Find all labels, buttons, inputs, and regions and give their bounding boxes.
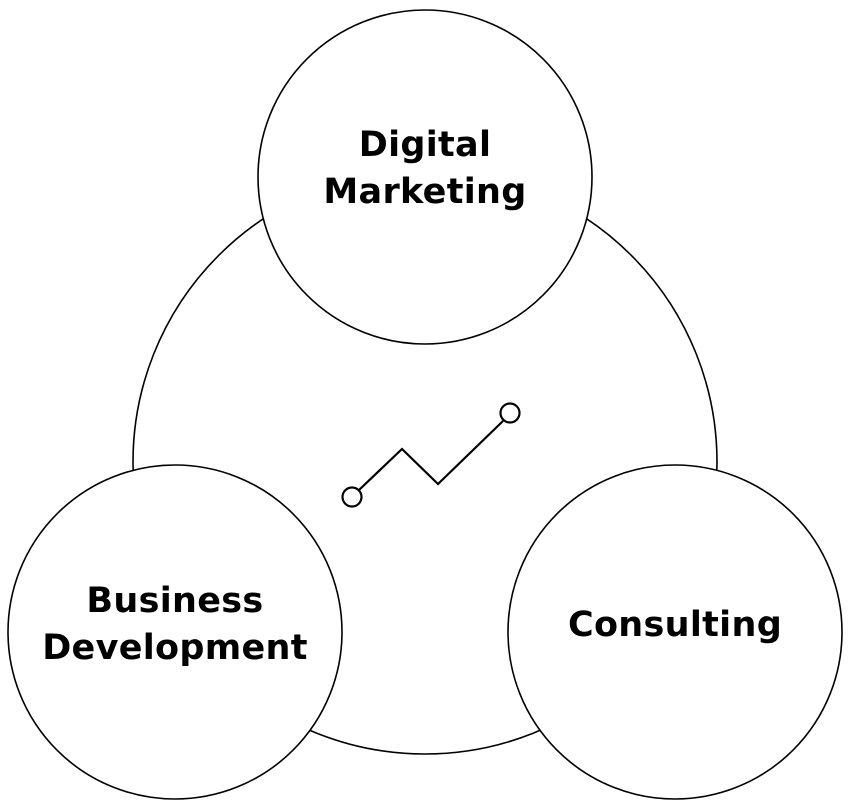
label-line: Marketing [323, 172, 527, 212]
label-line: Business [86, 581, 264, 621]
label-consulting: Consulting [508, 602, 842, 649]
label-digital-marketing: Digital Marketing [258, 122, 592, 216]
label-line: Development [42, 628, 308, 668]
circle-business-development [7, 464, 343, 800]
label-business-development: Business Development [8, 578, 342, 672]
trend-line-icon [341, 402, 521, 508]
circle-digital-marketing [257, 9, 593, 345]
circle-consulting [507, 464, 843, 800]
label-line: Digital [358, 125, 492, 165]
label-line: Consulting [567, 605, 783, 645]
